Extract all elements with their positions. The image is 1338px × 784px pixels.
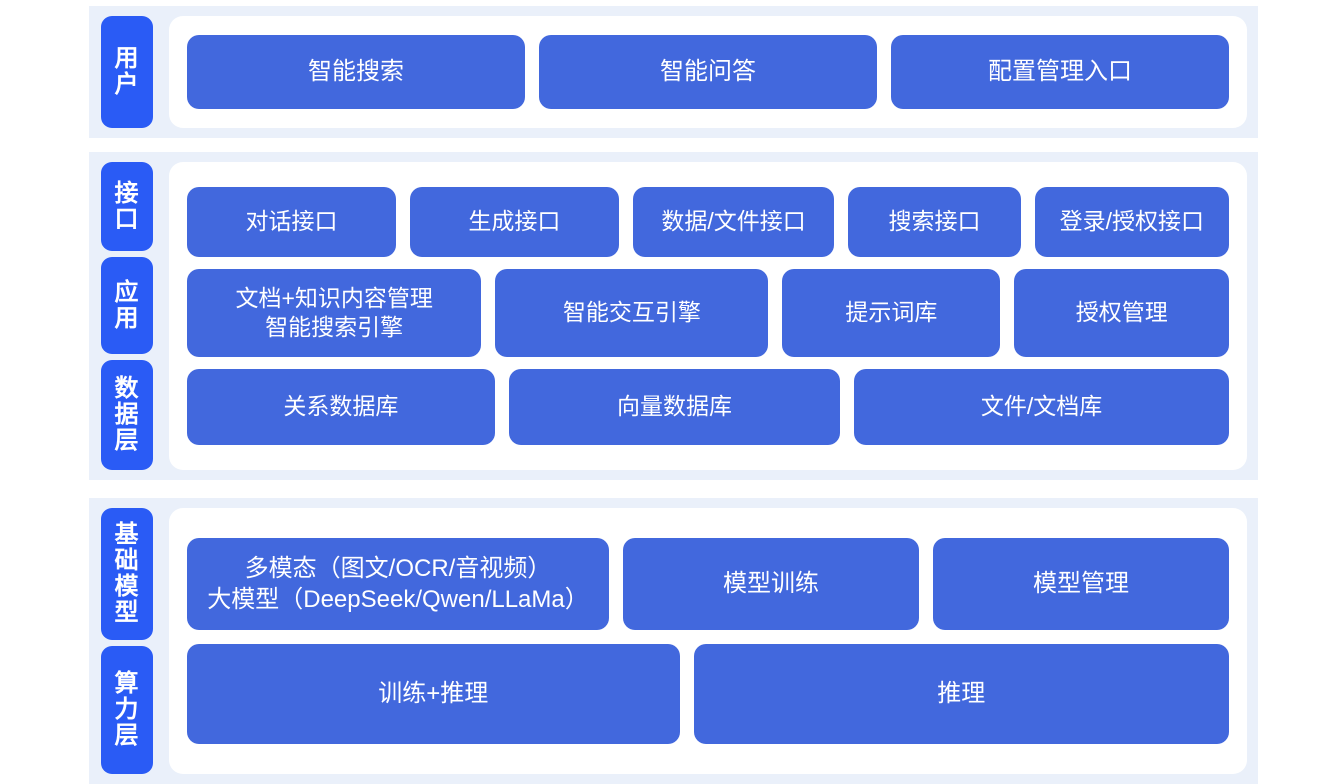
box-model-training[interactable]: 模型训练 [623,538,919,630]
section-platform: 接口 应用 数据层 对话接口 生成接口 数据/文件接口 搜索接口 登录/授权接口… [89,152,1258,480]
interface-tab-label: 接口 [114,179,140,233]
model-row: 多模态（图文/OCR/音视频） 大模型（DeepSeek/Qwen/LLaMa）… [187,538,1229,630]
user-tab[interactable]: 用户 [101,16,153,128]
box-multimodal-large-model[interactable]: 多模态（图文/OCR/音视频） 大模型（DeepSeek/Qwen/LLaMa） [187,538,609,630]
box-config-management-entry[interactable]: 配置管理入口 [891,35,1229,109]
box-search-api[interactable]: 搜索接口 [848,187,1021,257]
box-smart-search[interactable]: 智能搜索 [187,35,525,109]
box-prompt-library[interactable]: 提示词库 [782,269,1001,357]
section-user-card: 智能搜索 智能问答 配置管理入口 [169,16,1247,128]
interface-row: 对话接口 生成接口 数据/文件接口 搜索接口 登录/授权接口 [187,187,1229,257]
user-entries-row: 智能搜索 智能问答 配置管理入口 [187,35,1229,109]
compute-row: 训练+推理 推理 [187,644,1229,744]
box-smart-interaction-engine[interactable]: 智能交互引擎 [495,269,769,357]
box-model-management[interactable]: 模型管理 [933,538,1229,630]
box-login-auth-api[interactable]: 登录/授权接口 [1034,187,1229,257]
box-vector-database[interactable]: 向量数据库 [508,369,841,445]
application-tab[interactable]: 应用 [101,257,153,354]
section-infrastructure-tabs: 基础模型 算力层 [89,498,156,784]
box-data-file-api[interactable]: 数据/文件接口 [632,187,835,257]
data-layer-row: 关系数据库 向量数据库 文件/文档库 [187,369,1229,445]
data-layer-tab-label: 数据层 [114,375,140,454]
box-generation-api[interactable]: 生成接口 [409,187,619,257]
application-row: 文档+知识内容管理 智能搜索引擎 智能交互引擎 提示词库 授权管理 [187,269,1229,357]
section-user: 用户 智能搜索 智能问答 配置管理入口 [89,6,1258,138]
section-infrastructure-card: 多模态（图文/OCR/音视频） 大模型（DeepSeek/Qwen/LLaMa）… [169,508,1247,774]
box-doc-knowledge-management[interactable]: 文档+知识内容管理 智能搜索引擎 [187,269,482,357]
box-authorization-management[interactable]: 授权管理 [1014,269,1229,357]
foundation-model-tab-label: 基础模型 [114,521,140,626]
box-inference[interactable]: 推理 [693,644,1229,744]
section-platform-tabs: 接口 应用 数据层 [89,152,156,480]
interface-tab[interactable]: 接口 [101,162,153,251]
user-tab-label: 用户 [114,45,140,98]
box-smart-qa[interactable]: 智能问答 [539,35,877,109]
compute-layer-tab[interactable]: 算力层 [101,646,153,774]
foundation-model-tab[interactable]: 基础模型 [101,508,153,640]
section-user-tabs: 用户 [89,6,156,138]
box-training-inference[interactable]: 训练+推理 [187,644,680,744]
box-relational-database[interactable]: 关系数据库 [187,369,495,445]
section-infrastructure: 基础模型 算力层 多模态（图文/OCR/音视频） 大模型（DeepSeek/Qw… [89,498,1258,784]
box-file-document-store[interactable]: 文件/文档库 [854,369,1229,445]
compute-layer-tab-label: 算力层 [114,670,140,749]
box-dialog-api[interactable]: 对话接口 [187,187,396,257]
application-tab-label: 应用 [114,278,140,332]
data-layer-tab[interactable]: 数据层 [101,360,153,470]
section-platform-card: 对话接口 生成接口 数据/文件接口 搜索接口 登录/授权接口 文档+知识内容管理… [169,162,1247,470]
